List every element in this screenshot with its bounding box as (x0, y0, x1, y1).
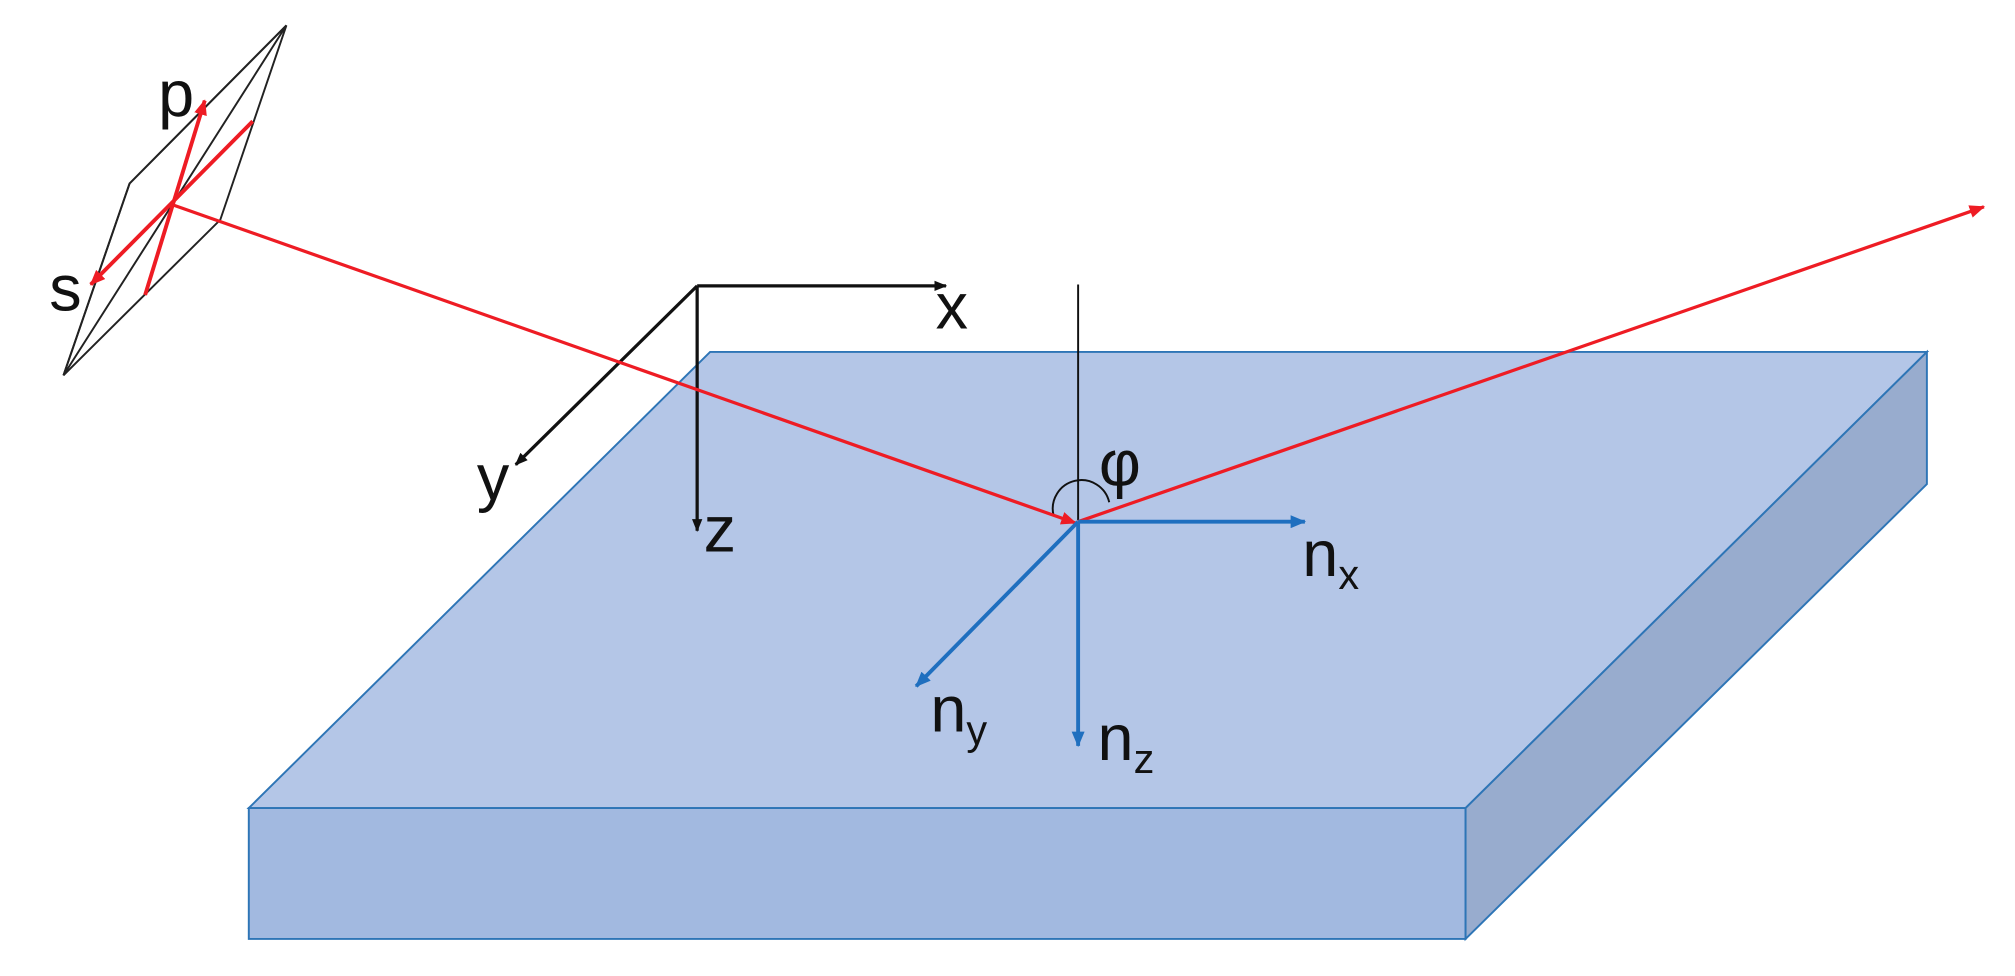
ny-axis (914, 520, 1080, 688)
slab-front-face (247, 807, 1467, 940)
sample-slab (246, 349, 1930, 942)
lab-axes (514, 280, 948, 533)
slab-top-face (246, 350, 1930, 810)
ny-axis-label: ny (930, 673, 987, 754)
x-axis-label: x (936, 270, 968, 343)
incident-beam (170, 202, 1077, 525)
s-label: s (49, 251, 81, 324)
reflected-beam (1077, 205, 1986, 524)
angle-phi-label: φ (1099, 426, 1141, 499)
z-axis-label: z (704, 492, 736, 565)
y-axis-label: y (477, 441, 510, 514)
nx-axis-label: nx (1302, 517, 1359, 598)
incidence-angle-arc (1051, 479, 1111, 516)
polarization-plane (62, 24, 288, 376)
y-axis (514, 284, 699, 466)
slab-side-face (1464, 349, 1928, 942)
nz-axis-label: nz (1098, 701, 1155, 782)
sample-axes (914, 515, 1307, 748)
p-label: p (158, 57, 194, 130)
